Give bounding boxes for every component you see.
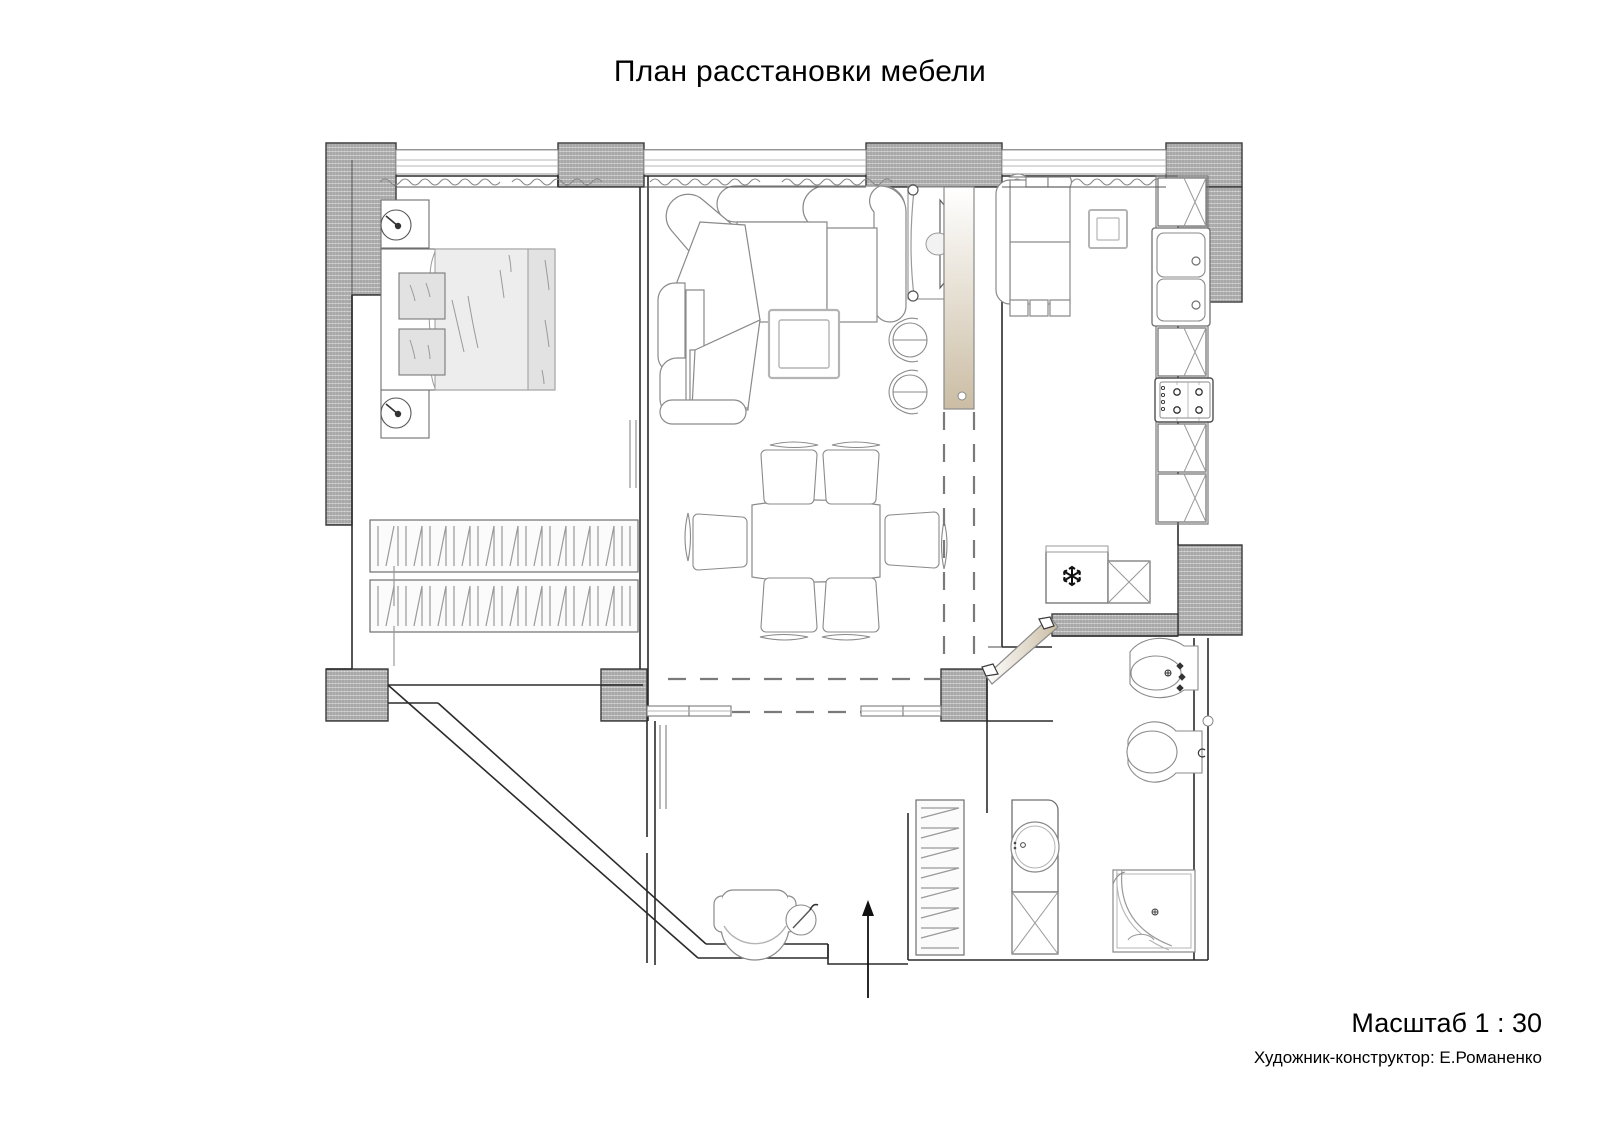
washbasin	[1010, 799, 1060, 893]
door-hall[interactable]	[646, 705, 942, 717]
lamp-top	[380, 209, 412, 241]
wardrobe-hanging-clothes	[377, 525, 631, 666]
bath-cabinet[interactable]	[1011, 891, 1059, 955]
shower-cabin	[1112, 869, 1196, 953]
kitchen-hob	[1154, 377, 1214, 423]
hall-chair	[713, 889, 797, 961]
coffee-table	[767, 308, 841, 380]
hall-wardrobe-clothes	[920, 807, 960, 949]
door-bedroom[interactable]	[629, 420, 637, 488]
refrigerator	[1045, 545, 1151, 604]
author-label: Художник-конструктор: Е.Романенко	[1253, 1048, 1542, 1067]
chair-top-right	[822, 441, 881, 505]
sofa-corner	[657, 185, 907, 425]
chair-top-left	[760, 441, 819, 505]
toilet	[1126, 715, 1214, 783]
bidet	[1129, 637, 1199, 699]
scale-label: Масштаб 1 : 30	[1351, 1008, 1542, 1038]
entrance-direction-arrow	[862, 900, 874, 998]
kitchen-cabinets	[1155, 175, 1209, 525]
armchair-2	[888, 369, 928, 415]
window-bedroom-1	[395, 149, 559, 175]
door-bathroom[interactable]	[981, 616, 1059, 685]
chair-right	[884, 511, 948, 570]
kitchen-sink	[1151, 227, 1211, 327]
bed-pillows	[398, 272, 446, 376]
window-kitchen-1	[1001, 149, 1167, 175]
snowflake-icon	[1063, 565, 1081, 587]
chair-left	[684, 512, 748, 571]
floor-outline-details	[351, 160, 1166, 648]
chair-bottom-left	[759, 577, 818, 641]
window-living-1	[643, 149, 867, 175]
dining-table	[751, 499, 881, 583]
door-hall-swing[interactable]	[659, 725, 667, 809]
hall-lamp	[785, 903, 819, 936]
side-table	[1088, 209, 1128, 249]
loveseat	[995, 173, 1072, 317]
lamp-bottom	[380, 397, 412, 429]
page-title: План расстановки мебели	[613, 55, 987, 88]
armchair-1	[888, 317, 928, 363]
chair-bottom-right	[821, 577, 880, 641]
